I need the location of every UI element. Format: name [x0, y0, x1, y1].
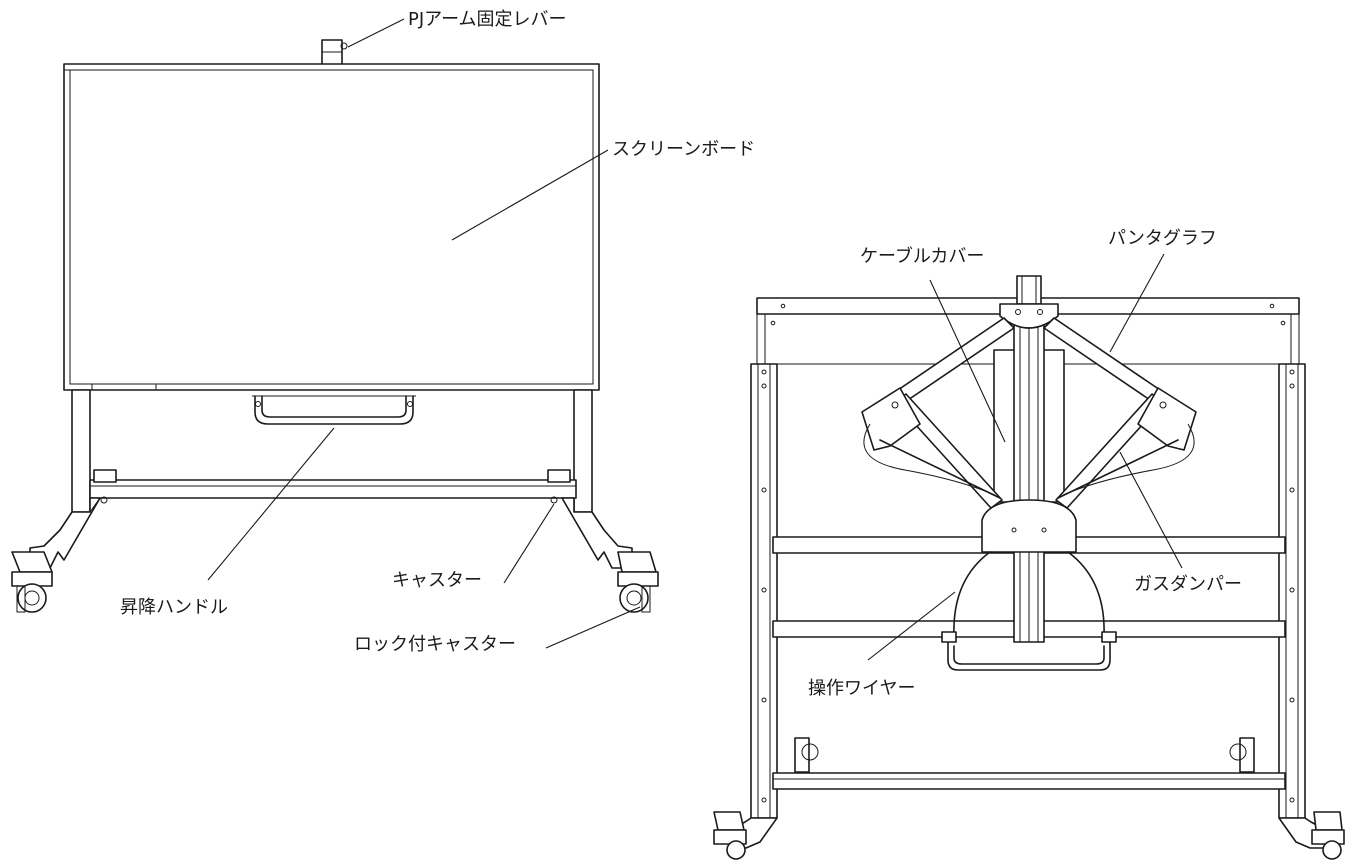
- front-uprights: [71, 389, 593, 513]
- lift-handle-part: [252, 395, 416, 425]
- label-lift-handle: 昇降ハンドル: [120, 597, 228, 618]
- leader-gas-damper: [1119, 451, 1183, 569]
- label-caster: キャスター: [392, 570, 482, 591]
- label-screen-board: スクリーンボード: [612, 139, 755, 160]
- label-pantograph: パンタグラフ: [1108, 228, 1217, 249]
- pantograph-arms: [861, 317, 1197, 509]
- leader-pj-arm-lever: [347, 18, 405, 48]
- leader-screen-board: [451, 149, 609, 241]
- front-right-leg: [550, 496, 659, 613]
- front-view: [11, 18, 659, 649]
- operation-wire-part: [941, 551, 1117, 671]
- rear-view: [713, 253, 1345, 860]
- labels: PJアーム固定レバー スクリーンボード 昇降ハンドル キャスター ロック付キャス…: [120, 9, 1242, 699]
- cable-cover-part: [993, 311, 1065, 643]
- pantograph-lower-hub: [981, 499, 1077, 553]
- label-operation-wire: 操作ワイヤー: [808, 678, 915, 699]
- pj-arm-lever-part: [321, 39, 348, 67]
- leader-lift-handle: [207, 427, 335, 581]
- label-lock-caster: ロック付キャスター: [354, 634, 516, 655]
- label-gas-damper: ガスダンパー: [1134, 574, 1242, 595]
- rear-right-leg: [1229, 737, 1345, 860]
- rear-uprights: [750, 363, 1306, 819]
- leader-operation-wire: [867, 591, 956, 661]
- screen-board-part: [63, 63, 600, 391]
- leader-caster: [503, 503, 555, 584]
- label-pj-arm-lever: PJアーム固定レバー: [408, 9, 567, 30]
- pantograph-top-bracket: [999, 275, 1059, 329]
- rear-left-leg: [713, 737, 819, 860]
- rear-crossbars: [772, 536, 1286, 790]
- label-cable-cover: ケーブルカバー: [860, 245, 984, 267]
- front-left-leg: [11, 496, 108, 613]
- leader-pantograph: [1109, 253, 1165, 353]
- leader-cable-cover: [929, 279, 1006, 443]
- front-crossbar: [89, 469, 577, 499]
- leader-lock-caster: [545, 606, 641, 649]
